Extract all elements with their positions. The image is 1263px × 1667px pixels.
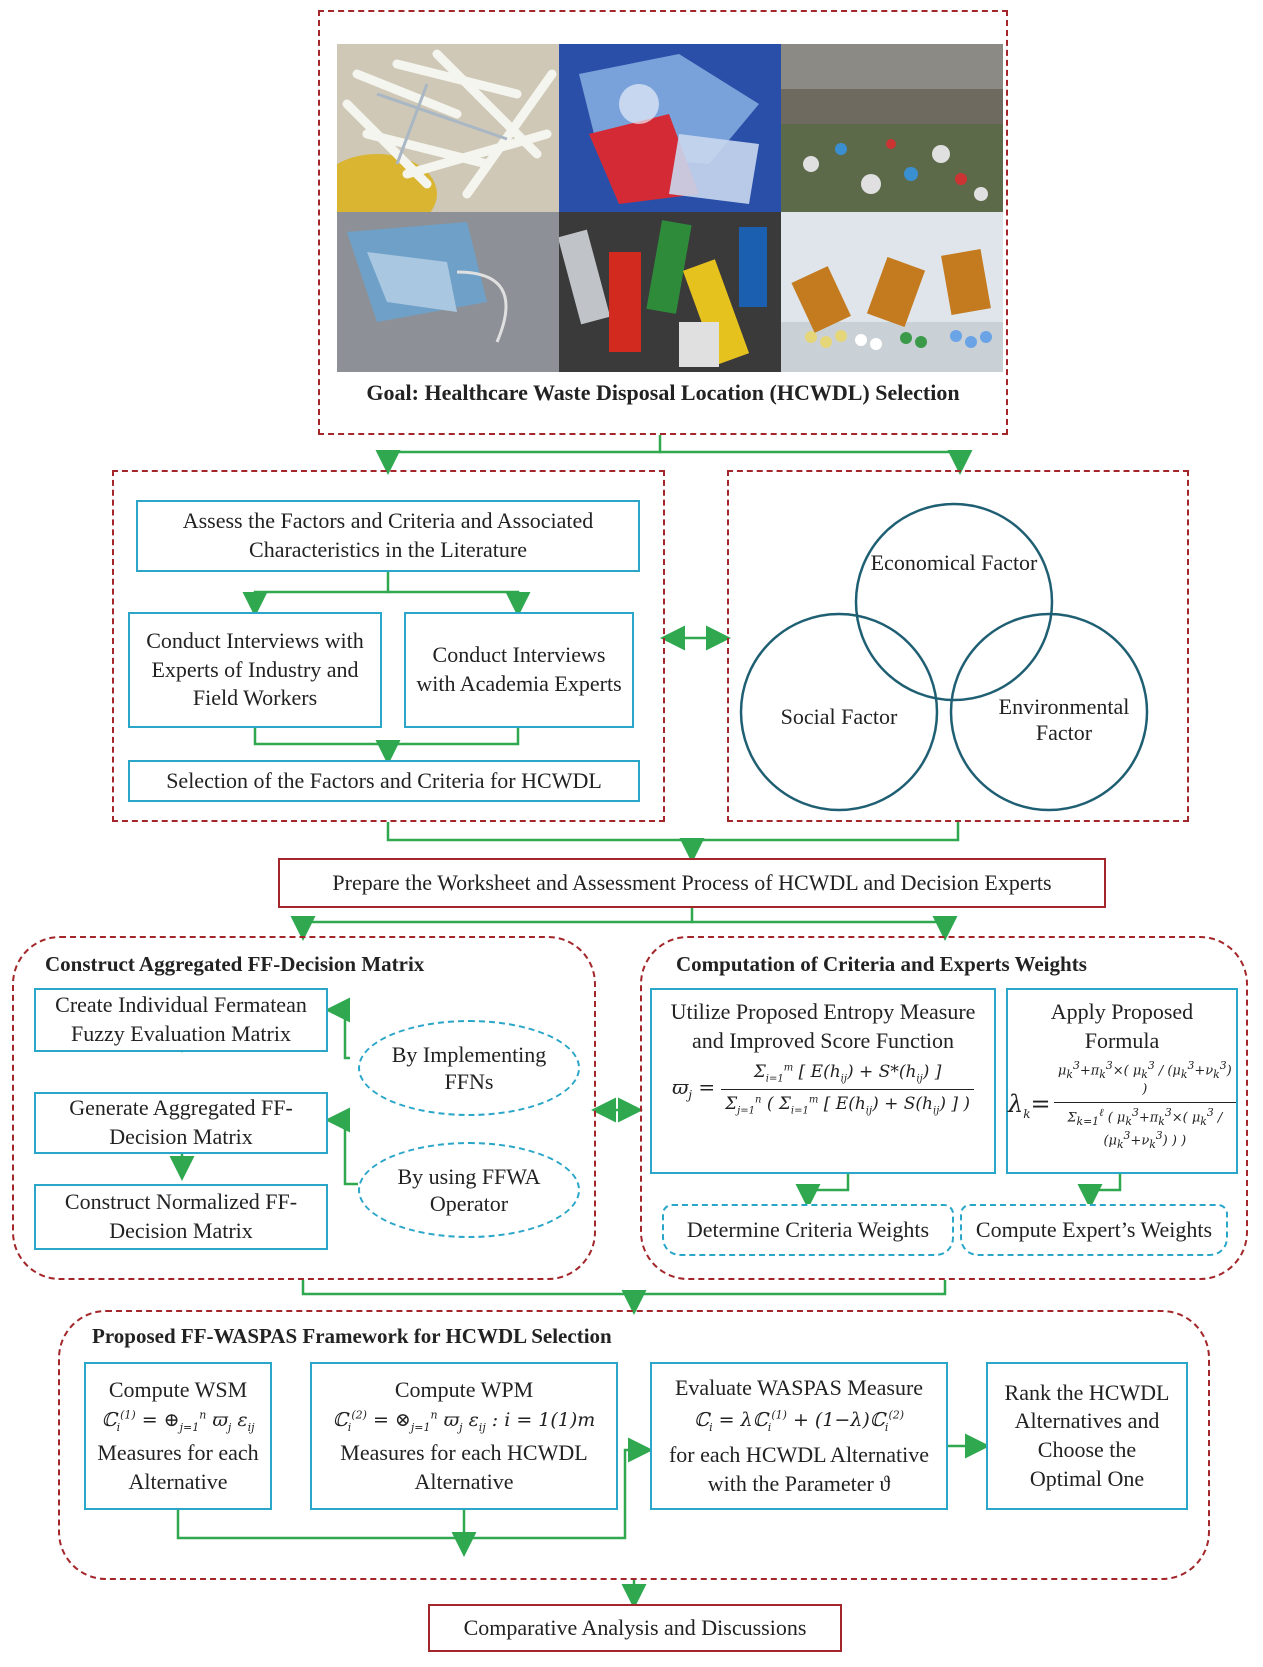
plastic-waste-photo [559, 44, 781, 212]
expert-weights-box: Compute Expert’s Weights [960, 1204, 1228, 1256]
step2-box: Generate Aggregated FF-Decision Matrix [34, 1092, 328, 1154]
wsm-box: Compute WSM ℂi(1) = ⊕j=1n ϖj εij Measure… [84, 1362, 272, 1510]
weights-title: Computation of Criteria and Experts Weig… [676, 952, 1087, 976]
assess-box: Assess the Factors and Criteria and Asso… [136, 500, 640, 572]
evaluate-bottom: for each HCWDL Alternative with the Para… [668, 1442, 930, 1496]
goal-section: Goal: Healthcare Waste Disposal Location… [318, 10, 1008, 435]
venn-diagram [739, 502, 1149, 812]
weights-section [640, 936, 1248, 1280]
selection-text: Selection of the Factors and Criteria fo… [166, 767, 602, 793]
landfill-photo [781, 44, 1003, 212]
entropy-formula: ϖj = Σi=1m [ E(hij) + S*(hij) ] Σj=1n ( … [672, 1061, 975, 1117]
wsm-formula: ℂi(1) = ⊕j=1n ϖj εij [101, 1408, 255, 1434]
factors-section: Economical Factor Social Factor Environm… [727, 470, 1189, 822]
wpm-formula: ℂi(2) = ⊗j=1n ϖj εij : i = 1(1)m [332, 1408, 596, 1434]
arrow-entropy-criteria [795, 1174, 850, 1209]
syringes-photo [337, 44, 559, 212]
arrow-merge-evaluate [464, 1437, 653, 1540]
aggregated-section [12, 936, 596, 1280]
arrow-prepare-right [692, 916, 958, 941]
interview-industry-text: Conduct Interviews with Experts of Indus… [146, 628, 364, 711]
evaluate-title: Evaluate WASPAS Measure [674, 1374, 924, 1400]
selection-box: Selection of the Factors and Criteria fo… [128, 760, 640, 802]
rank-box: Rank the HCWDL Alternatives and Choose t… [986, 1362, 1188, 1510]
arrow-goal-left [375, 435, 662, 475]
criteria-weights-box: Determine Criteria Weights [662, 1204, 954, 1256]
cans-photo [559, 212, 781, 372]
interview-academia-text: Conduct Interviews with Academia Experts [416, 642, 622, 696]
rank-text: Rank the HCWDL Alternatives and Choose t… [1004, 1379, 1170, 1491]
literature-section [112, 470, 665, 822]
oval-ffwa-text: By using FFWA Operator [397, 1163, 541, 1217]
step3-box: Construct Normalized FF-Decision Matrix [34, 1184, 328, 1250]
line-industry-selection [253, 728, 388, 746]
assess-text: Assess the Factors and Criteria and Asso… [182, 508, 594, 562]
formula-label: Apply Proposed Formula [1050, 999, 1194, 1053]
wpm-box: Compute WPM ℂi(2) = ⊗j=1n ϖj εij : i = 1… [310, 1362, 618, 1510]
environmental-label: Environmental Factor [998, 694, 1130, 746]
waspas-section [58, 1310, 1210, 1580]
economical-circle [854, 502, 1054, 702]
arrow-assess-academia [388, 590, 531, 617]
arrow-assess-industry [242, 572, 390, 617]
evaluate-formula: ℂi = λℂi(1) + (1−λ)ℂi(2) [693, 1408, 905, 1434]
wsm-title: Compute WSM [108, 1376, 248, 1402]
arrow-interviews-selection [375, 728, 520, 765]
wpm-bottom: Measures for each HCWDL Alternative [340, 1440, 588, 1494]
arrow-goal-right [660, 450, 973, 475]
line-wsm-wpm [176, 1510, 466, 1540]
economical-label: Economical Factor [870, 550, 1038, 575]
wpm-title: Compute WPM [394, 1376, 534, 1402]
criteria-weights-text: Determine Criteria Weights [686, 1217, 930, 1242]
arrow-oval1-step1 [325, 997, 350, 1060]
line-to-waspas [301, 1280, 947, 1296]
step1-box: Create Individual Fermatean Fuzzy Evalua… [34, 988, 328, 1052]
masks-photo [337, 212, 559, 372]
prepare-text: Prepare the Worksheet and Assessment Pro… [332, 870, 1052, 895]
environmental-circle [949, 612, 1149, 812]
arrow-formula-experts [1077, 1174, 1122, 1209]
expert-weights-text: Compute Expert’s Weights [975, 1217, 1213, 1242]
social-label: Social Factor [780, 704, 898, 729]
oval-ffns: By Implementing FFNs [358, 1020, 580, 1116]
entropy-box: Utilize Proposed Entropy Measure and Imp… [650, 988, 996, 1174]
comparative-text: Comparative Analysis and Discussions [463, 1615, 807, 1640]
expert-weight-formula: λk= μk3+πk3×( μk3 / (μk3+νk3) ) Σk=1ℓ ( … [1008, 1059, 1236, 1152]
arrow-oval2-step2 [325, 1107, 358, 1186]
entropy-text: Utilize Proposed Entropy Measure and Imp… [670, 999, 976, 1053]
interview-academia-box: Conduct Interviews with Academia Experts [404, 612, 634, 728]
oval-ffwa: By using FFWA Operator [358, 1142, 580, 1238]
goal-title: Goal: Healthcare Waste Disposal Location… [366, 380, 960, 405]
comparative-box: Comparative Analysis and Discussions [428, 1604, 842, 1652]
oval-ffns-text: By Implementing FFNs [391, 1041, 547, 1095]
step1-text: Create Individual Fermatean Fuzzy Evalua… [55, 992, 307, 1046]
formula-box: Apply Proposed Formula λk= μk3+πk3×( μk3… [1006, 988, 1238, 1174]
arrow-prepare-left [290, 908, 694, 941]
pills-photo [781, 212, 1003, 372]
wsm-bottom: Measures for each Alternative [97, 1440, 259, 1494]
line-to-prepare [386, 822, 960, 842]
aggregated-title: Construct Aggregated FF-Decision Matrix [45, 952, 425, 976]
interview-industry-box: Conduct Interviews with Experts of Indus… [128, 612, 382, 728]
waspas-title: Proposed FF-WASPAS Framework for HCWDL S… [92, 1324, 612, 1348]
step2-text: Generate Aggregated FF-Decision Matrix [69, 1095, 293, 1149]
step3-text: Construct Normalized FF-Decision Matrix [64, 1189, 298, 1243]
social-circle [739, 612, 939, 812]
prepare-box: Prepare the Worksheet and Assessment Pro… [278, 858, 1106, 908]
evaluate-box: Evaluate WASPAS Measure ℂi = λℂi(1) + (1… [650, 1362, 948, 1510]
